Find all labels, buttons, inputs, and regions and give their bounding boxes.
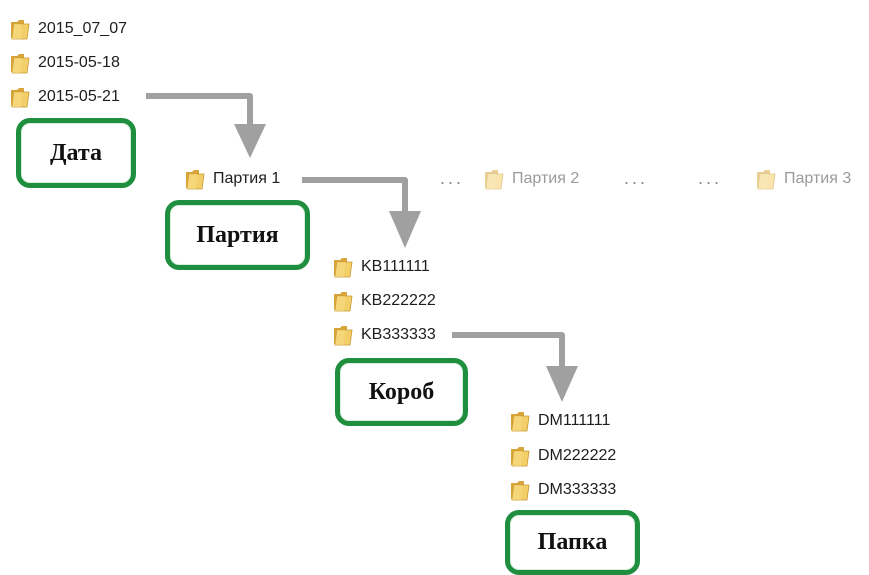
arrow-down-icon: [452, 332, 578, 402]
folder-icon: [333, 256, 353, 278]
folder-item-box[interactable]: KB333333: [333, 322, 436, 348]
arrow-down-icon: [302, 177, 421, 248]
folder-icon: [333, 290, 353, 312]
folder-item-batch[interactable]: Партия 1: [185, 166, 280, 192]
folder-item-box[interactable]: KB111111: [333, 254, 430, 280]
folder-item-dm[interactable]: DM222222: [510, 443, 616, 469]
folder-item-dm[interactable]: DM111111: [510, 408, 610, 434]
ellipsis: ...: [440, 168, 465, 188]
folder-item-date[interactable]: 2015-05-18: [10, 50, 120, 76]
folder-label: KB111111: [361, 258, 430, 275]
folder-label: DM333333: [538, 481, 617, 498]
folder-item-date[interactable]: 2015-05-21: [10, 84, 120, 110]
folder-label: 2015-05-21: [38, 88, 120, 105]
folder-label: KB222222: [361, 292, 436, 309]
folder-label: 2015-05-18: [38, 54, 120, 71]
folder-item-dm[interactable]: DM333333: [510, 477, 616, 503]
folder-icon: [510, 410, 530, 432]
folder-item-date[interactable]: 2015_07_07: [10, 16, 127, 42]
folder-label: Партия 2: [512, 170, 580, 187]
label-date: Дата: [16, 118, 136, 188]
folder-label: Партия 3: [784, 170, 852, 187]
folder-label: KB333333: [361, 326, 436, 343]
ellipsis: ...: [698, 168, 723, 188]
folder-item-box[interactable]: KB222222: [333, 288, 436, 314]
folder-icon: [484, 168, 504, 190]
arrow-down-icon: [146, 93, 266, 158]
folder-item-batch[interactable]: Партия 3: [756, 166, 851, 192]
folder-label: Партия 1: [213, 170, 281, 187]
folder-icon: [333, 324, 353, 346]
folder-label: DM111111: [538, 412, 611, 429]
folder-icon: [756, 168, 776, 190]
folder-label: DM222222: [538, 447, 617, 464]
folder-icon: [10, 86, 30, 108]
folder-icon: [10, 18, 30, 40]
folder-icon: [10, 52, 30, 74]
ellipsis: ...: [624, 168, 649, 188]
label-batch: Партия: [165, 200, 310, 270]
folder-item-batch[interactable]: Партия 2: [484, 166, 579, 192]
folder-icon: [510, 479, 530, 501]
folder-icon: [185, 168, 205, 190]
label-folder: Папка: [505, 510, 640, 575]
folder-label: 2015_07_07: [38, 20, 127, 37]
label-box: Короб: [335, 358, 468, 426]
folder-icon: [510, 445, 530, 467]
